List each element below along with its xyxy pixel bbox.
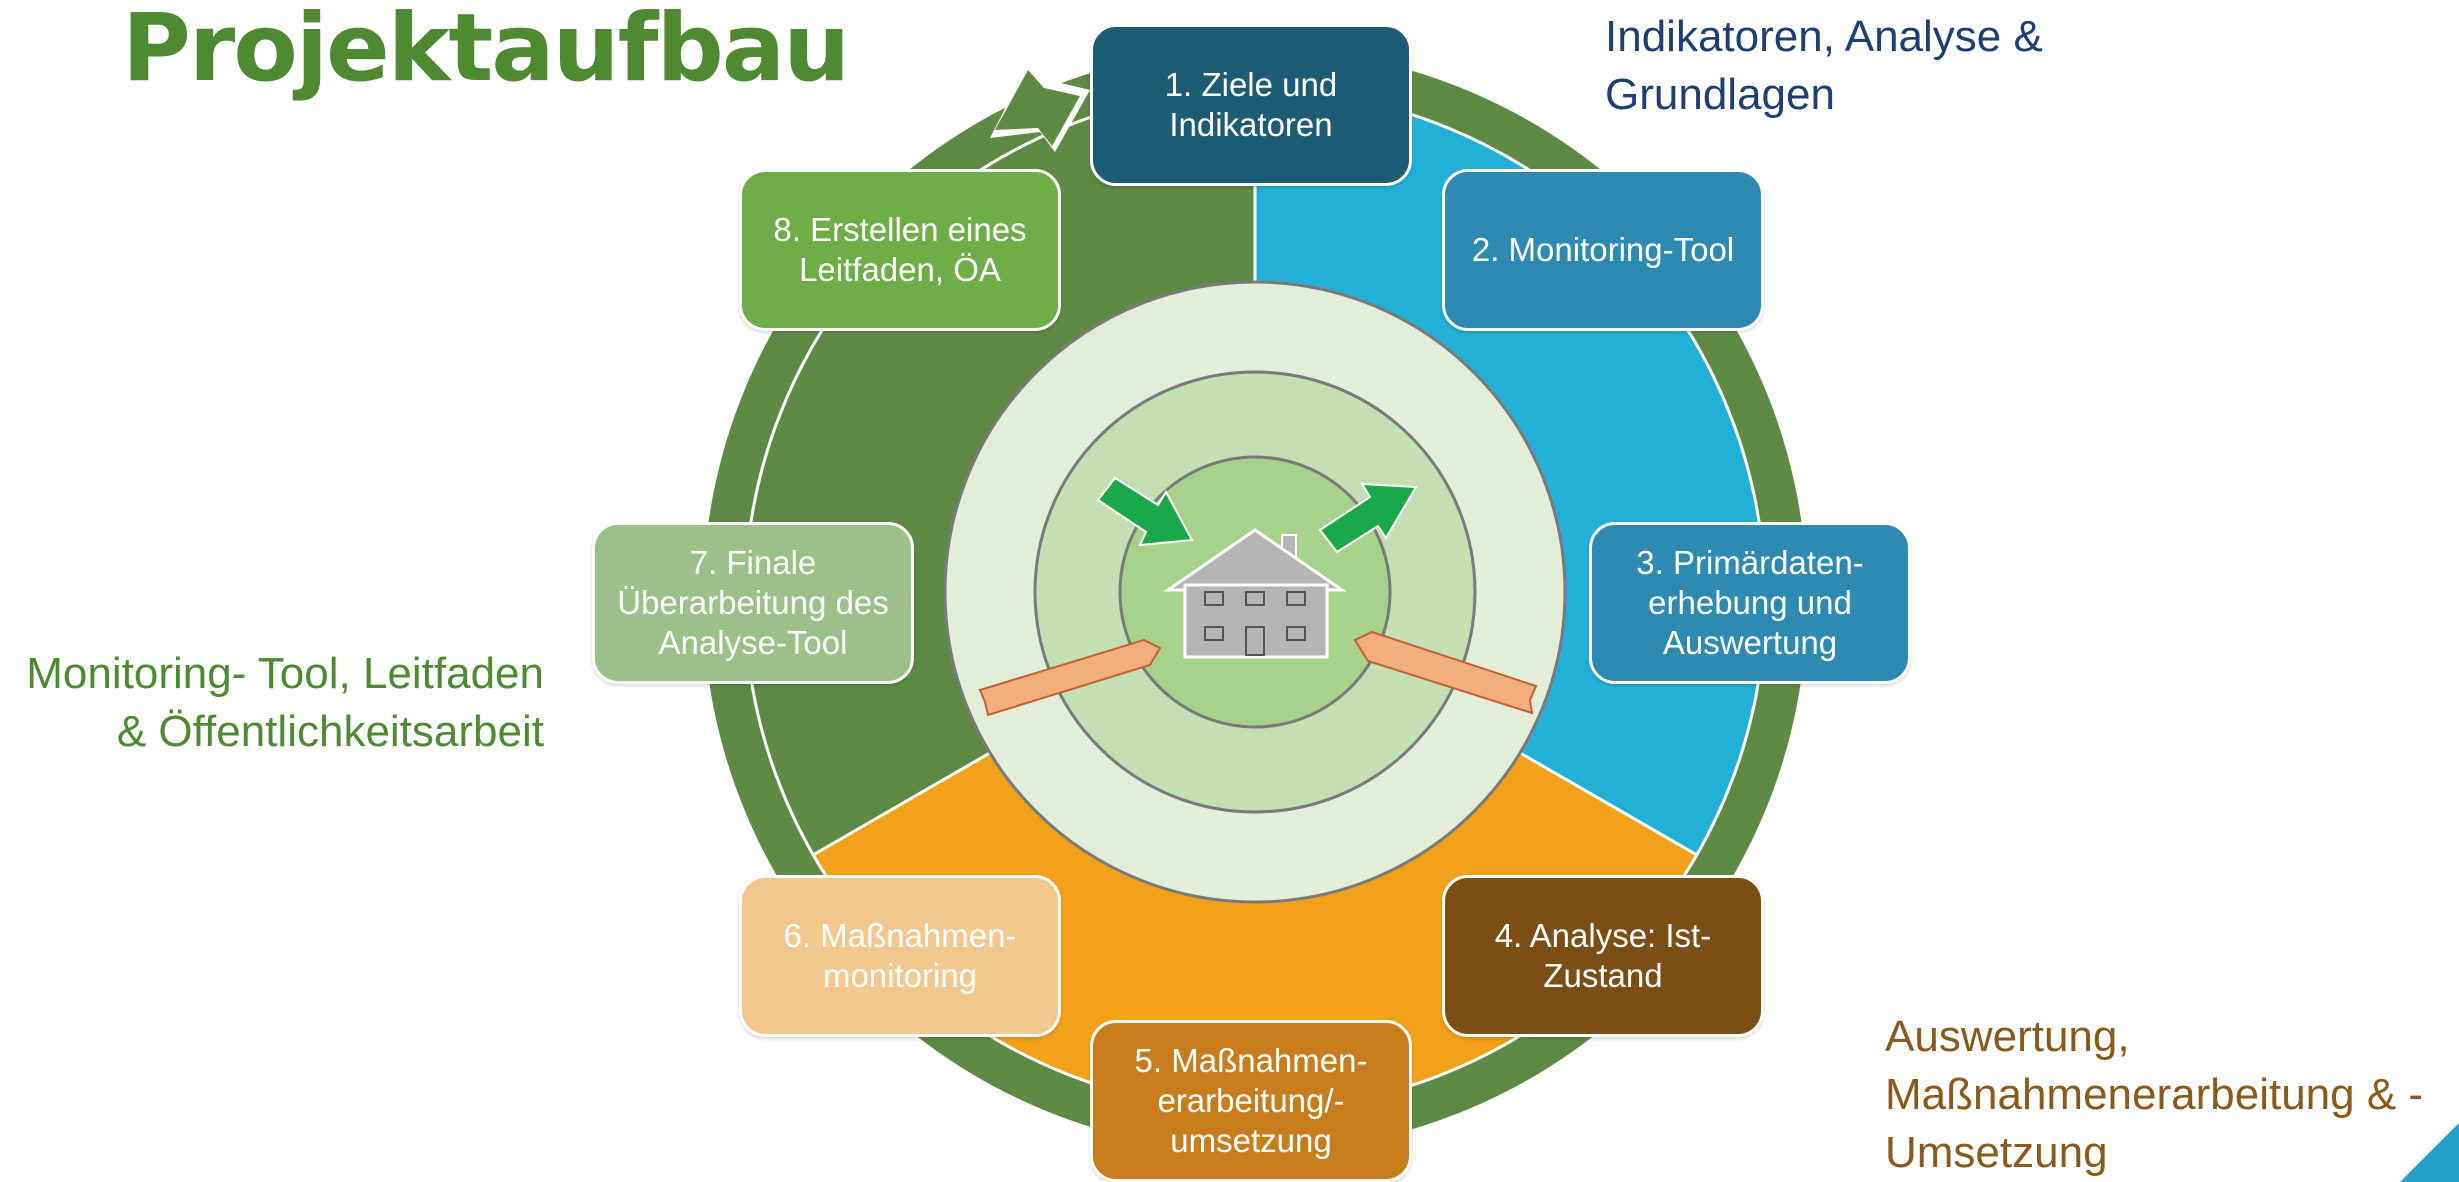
cycle-arrow-icon bbox=[995, 70, 1080, 146]
step-1-label: 1. Ziele und Indikatoren bbox=[1164, 66, 1338, 143]
step-3-box: 3. Primärdaten- erhebung und Auswertung bbox=[1589, 522, 1911, 684]
phase-label-measures: Auswertung, Maßnahmenerarbeitung & - Ums… bbox=[1885, 1012, 2424, 1177]
step-7-box: 7. Finale Überarbeitung des Analyse-Tool bbox=[592, 522, 914, 684]
salmon-arrow-right-icon bbox=[1353, 630, 1538, 715]
step-1-box: 1. Ziele und Indikatoren bbox=[1090, 24, 1412, 186]
step-7-label: 7. Finale Überarbeitung des Analyse-Tool bbox=[617, 544, 889, 661]
phase-label-monitoring: Monitoring- Tool, Leitfaden & Öffentlich… bbox=[26, 649, 544, 756]
step-3-label: 3. Primärdaten- erhebung und Auswertung bbox=[1636, 544, 1864, 661]
step-6-label: 6. Maßnahmen- monitoring bbox=[783, 917, 1017, 994]
step-2-box: 2. Monitoring-Tool bbox=[1442, 169, 1764, 331]
salmon-arrow-left-icon bbox=[978, 638, 1162, 717]
step-5-box: 5. Maßnahmen- erarbeitung/- umsetzung bbox=[1090, 1020, 1412, 1182]
step-6-box: 6. Maßnahmen- monitoring bbox=[739, 875, 1061, 1037]
green-arrow-in-icon bbox=[1096, 476, 1194, 547]
step-5-label: 5. Maßnahmen- erarbeitung/- umsetzung bbox=[1134, 1042, 1368, 1159]
step-8-label: 8. Erstellen eines Leitfaden, ÖA bbox=[773, 211, 1027, 288]
phase-label-indicators: Indikatoren, Analyse & Grundlagen bbox=[1605, 12, 2043, 119]
step-4-label: 4. Analyse: Ist- Zustand bbox=[1494, 917, 1712, 994]
house-icon bbox=[1163, 528, 1347, 659]
green-arrow-out-icon bbox=[1318, 482, 1418, 554]
step-8-box: 8. Erstellen eines Leitfaden, ÖA bbox=[739, 169, 1061, 331]
corner-accent bbox=[2400, 1123, 2459, 1182]
step-2-label: 2. Monitoring-Tool bbox=[1471, 231, 1735, 268]
step-4-box: 4. Analyse: Ist- Zustand bbox=[1442, 875, 1764, 1037]
page-title: Projektaufbau bbox=[122, 0, 850, 103]
